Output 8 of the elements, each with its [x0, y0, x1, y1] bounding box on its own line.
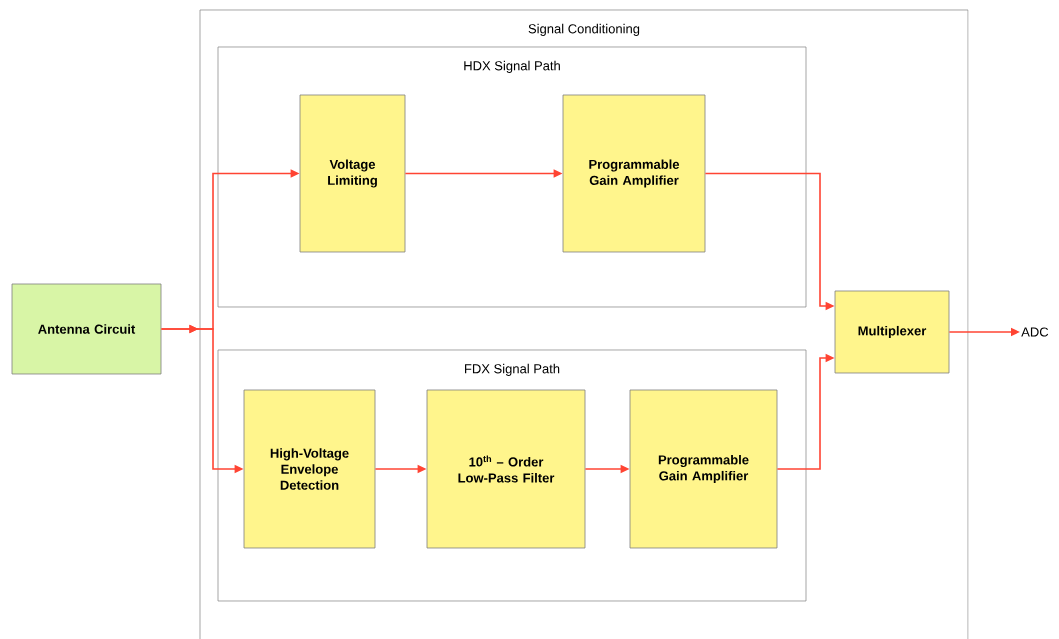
process-box: High-Voltage Envelope Detection: [243, 389, 376, 549]
process-box: Programmable Gain Amplifier: [562, 94, 706, 253]
process-box: Antenna Circuit: [11, 283, 162, 375]
process-box: Multiplexer: [834, 290, 950, 374]
process-box: 10$^{th}$ – Order Low-Pass Filter: [426, 389, 586, 549]
process-box: Voltage Limiting: [299, 94, 406, 253]
output-label: ADC: [1021, 327, 1049, 337]
process-box: Programmable Gain Amplifier: [629, 389, 778, 549]
